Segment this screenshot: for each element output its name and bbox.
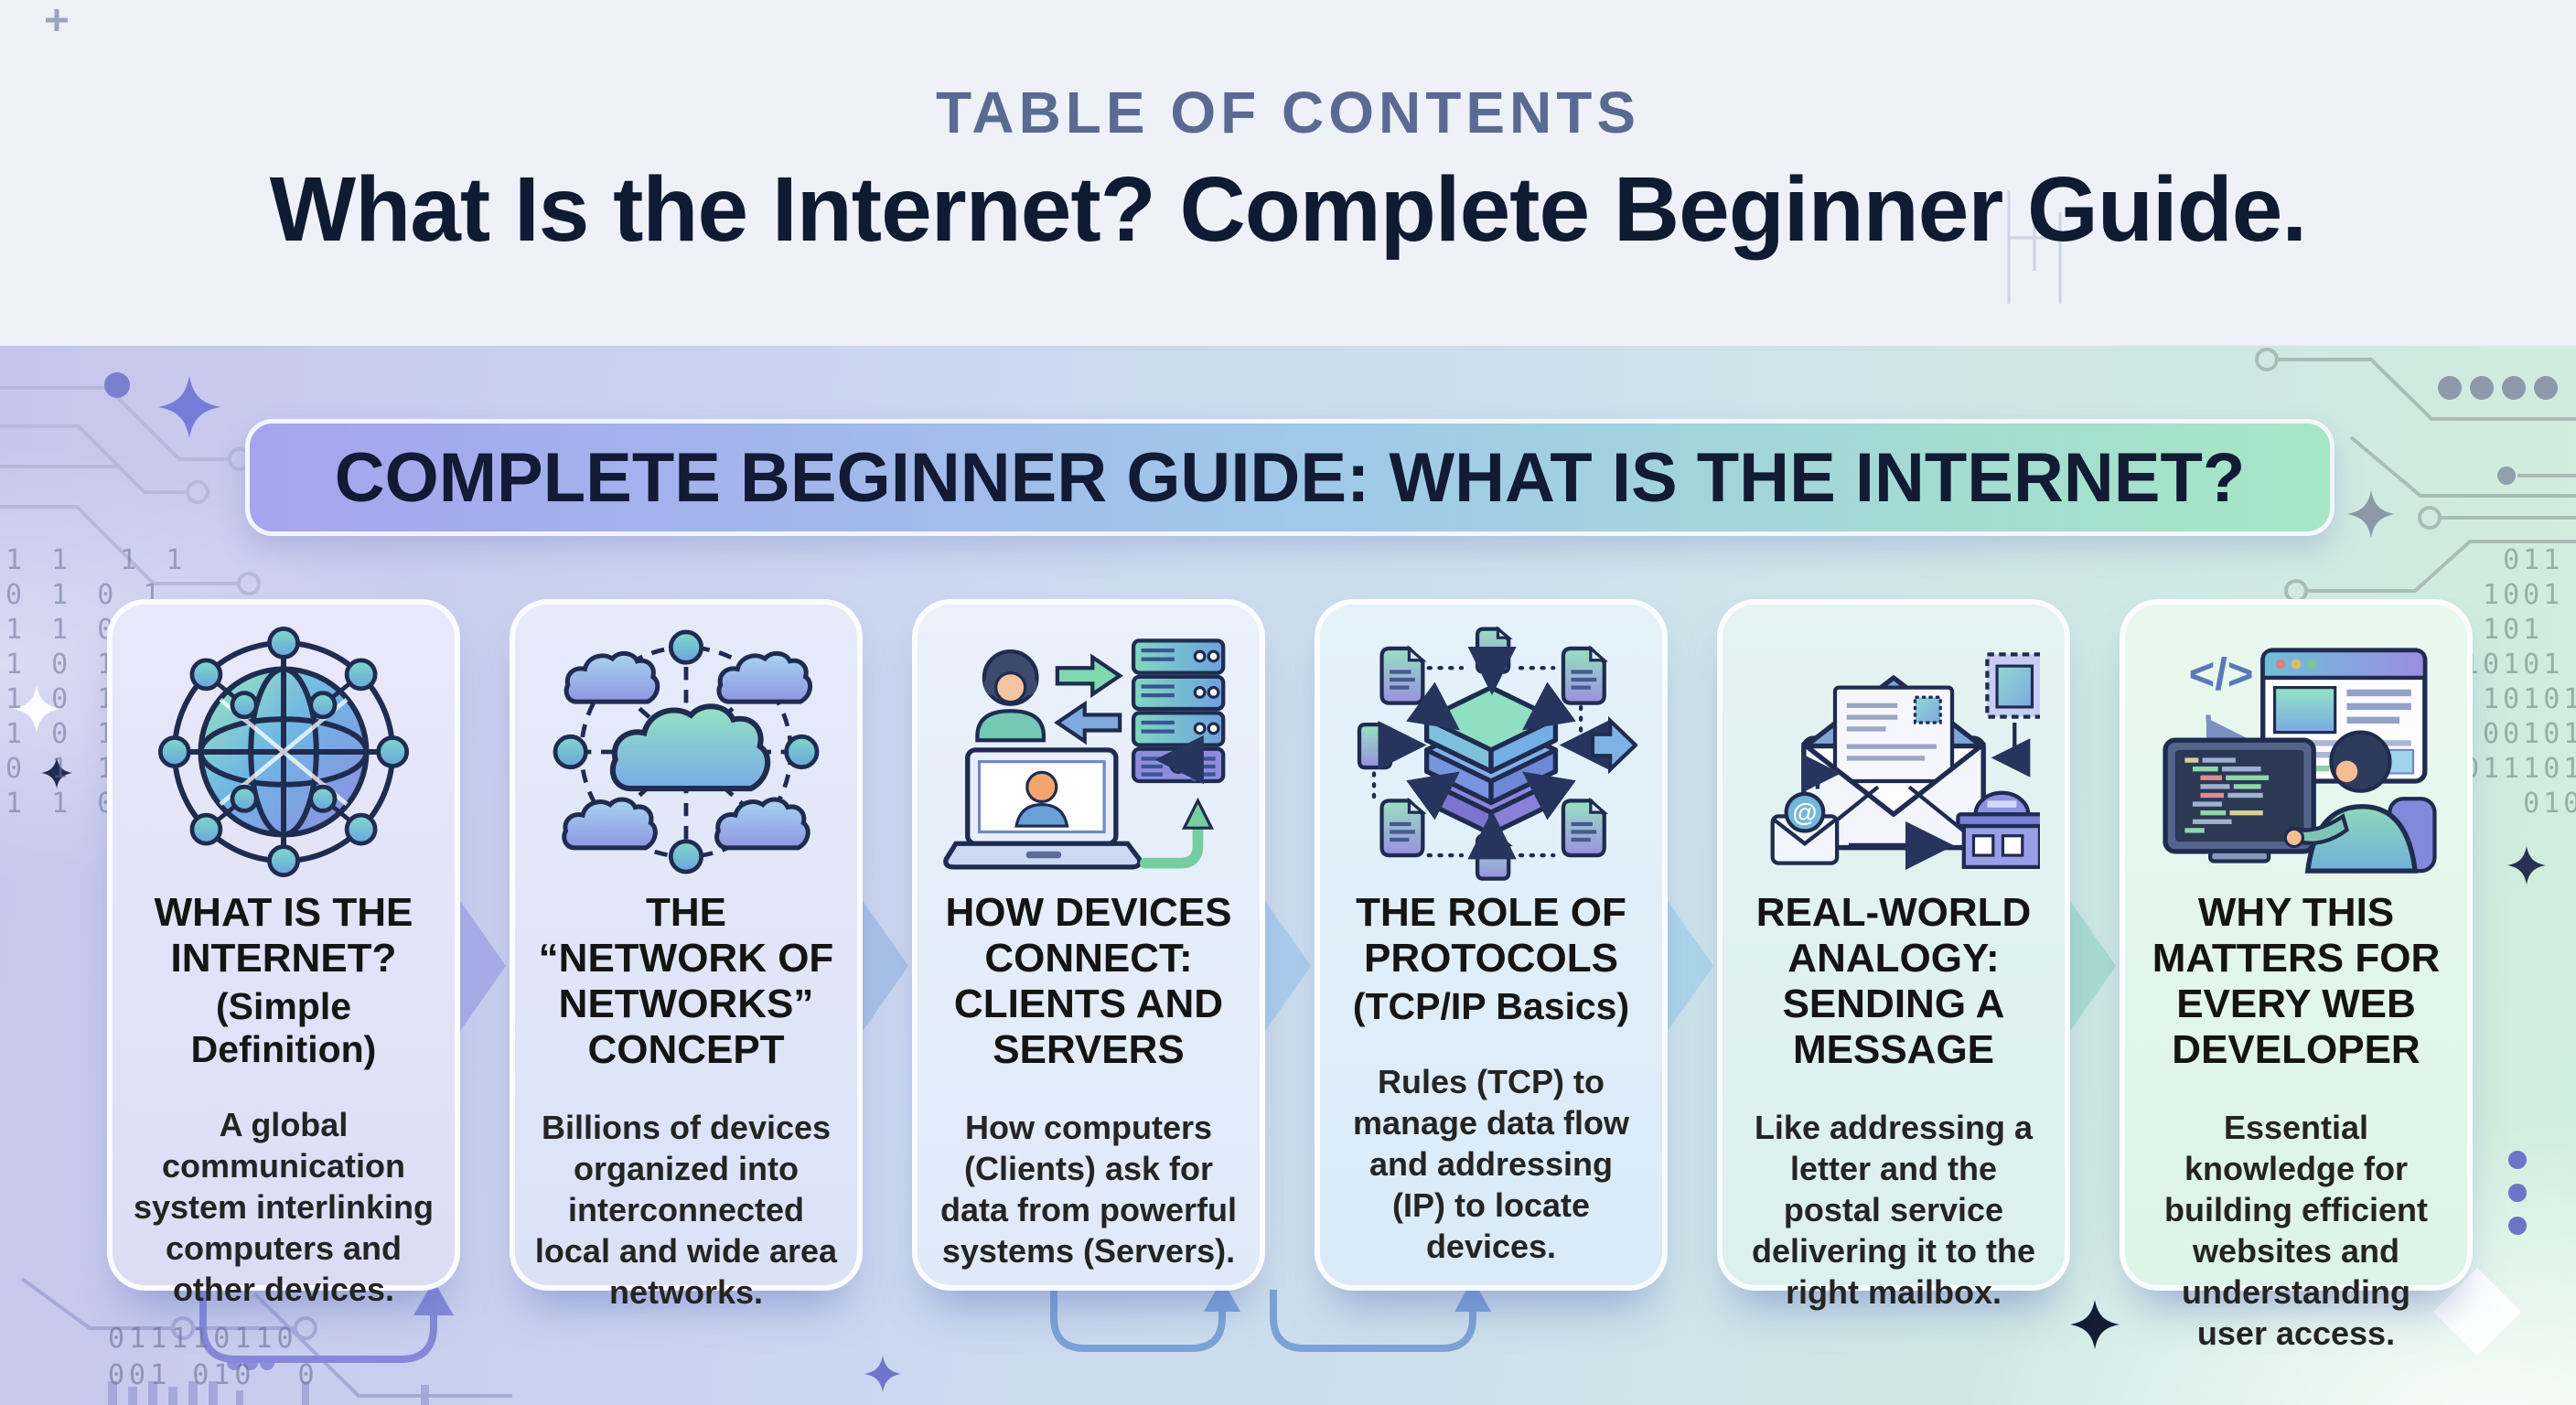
globe-network-icon xyxy=(142,616,425,888)
card-title: WHY THIS MATTERS FOR EVERY WEB DEVELOPER xyxy=(2152,890,2441,1073)
web-developer-icon: </> xyxy=(2150,616,2442,888)
toc-card-sending-message: @ REAL-WORLD ANALOGY: SENDING A MESSAGE … xyxy=(1717,599,2070,1311)
card-description: How computers (Clients) ask for data fro… xyxy=(939,1108,1238,1270)
toc-card-clients-servers: HOW DEVICES CONNECT: CLIENTS AND SERVERS… xyxy=(912,599,1265,1291)
card-title: THE ROLE OF PROTOCOLS xyxy=(1356,890,1626,981)
card-title: THE “NETWORK OF NETWORKS” CONCEPT xyxy=(538,890,834,1073)
at-symbol: @ xyxy=(1792,799,1817,827)
cloud-network-icon xyxy=(544,616,828,888)
binary-digits-bottomleft: 011110110 001 010 0 xyxy=(108,1323,319,1391)
guide-banner: COMPLETE BEGINNER GUIDE: WHAT IS THE INT… xyxy=(245,419,2334,536)
card-subtitle: (TCP/IP Basics) xyxy=(1352,985,1630,1028)
client-server-icon xyxy=(942,616,1235,888)
card-description: Like addressing a letter and the postal … xyxy=(1751,1108,2036,1311)
table-of-contents-eyebrow: TABLE OF CONTENTS xyxy=(936,80,1640,145)
card-title: HOW DEVICES CONNECT: CLIENTS AND SERVERS xyxy=(945,890,1232,1073)
toc-card-network-of-networks: THE “NETWORK OF NETWORKS” CONCEPT Billio… xyxy=(510,599,863,1311)
card-description: Rules (TCP) to manage data flow and addr… xyxy=(1352,1063,1630,1266)
card-title: WHAT IS THE INTERNET? xyxy=(154,890,413,981)
card-subtitle: (Simple Definition) xyxy=(190,985,377,1071)
card-description: A global communication system interlinki… xyxy=(133,1106,435,1309)
toc-card-protocols: THE ROLE OF PROTOCOLS (TCP/IP Basics) Ru… xyxy=(1315,599,1668,1291)
plus-icon xyxy=(46,9,68,31)
protocol-stack-icon xyxy=(1345,616,1637,888)
card-description: Essential knowledge for building efficie… xyxy=(2164,1108,2428,1352)
card-description: Billions of devices organized into inter… xyxy=(534,1108,838,1311)
page-title: What Is the Internet? Complete Beginner … xyxy=(269,158,2307,261)
code-glyph: </> xyxy=(2189,650,2254,700)
binary-digits-right: 011 1001 101 10101 1 1010101 001011 0111… xyxy=(2463,544,2576,820)
toc-card-what-is-internet: WHAT IS THE INTERNET? (Simple Definition… xyxy=(107,599,460,1308)
mail-delivery-icon: @ xyxy=(1747,616,2040,888)
toc-card-why-matters: </> xyxy=(2120,599,2473,1352)
card-title: REAL-WORLD ANALOGY: SENDING A MESSAGE xyxy=(1755,890,2032,1073)
